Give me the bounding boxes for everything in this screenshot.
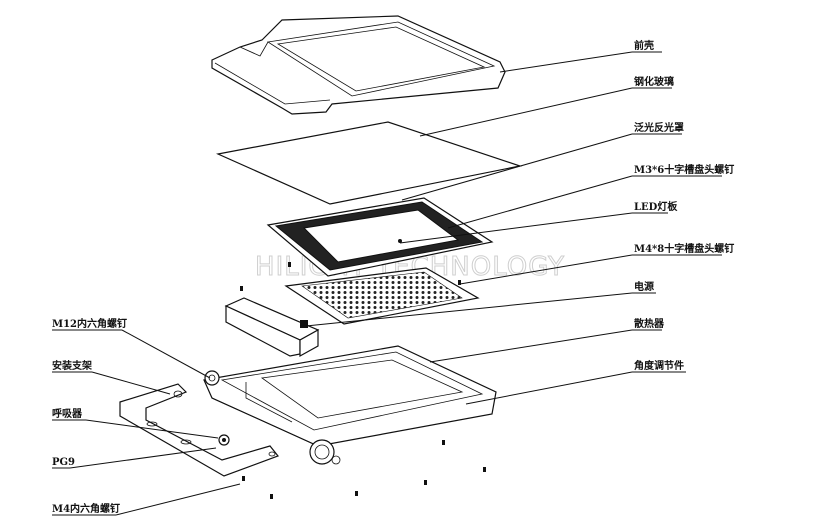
breather-part — [218, 434, 230, 446]
mounting-bracket-part — [119, 383, 279, 477]
label-bracket: 安装支架 — [52, 359, 92, 372]
front-shell-part — [211, 15, 506, 115]
power-supply-part — [224, 297, 320, 358]
led-board-part — [284, 267, 480, 325]
label-m4-screw: M4*8十字槽盘头螺钉 — [634, 242, 734, 255]
label-angle-part: 角度调节件 — [634, 359, 684, 372]
label-led-board: LED灯板 — [634, 200, 678, 213]
label-reflector: 泛光反光罩 — [634, 121, 684, 134]
screws — [240, 262, 486, 499]
label-breather: 呼吸器 — [52, 407, 83, 420]
label-pg9: PG9 — [52, 457, 75, 468]
leader-lines — [52, 51, 722, 516]
label-power-supply: 电源 — [634, 280, 654, 293]
label-m4-hex: M4内六角螺钉 — [52, 502, 120, 515]
label-tempered-glass: 钢化玻璃 — [634, 75, 674, 88]
heatsink-part — [203, 345, 497, 465]
label-front-shell: 前壳 — [634, 39, 654, 52]
label-heatsink: 散热器 — [634, 317, 665, 330]
tempered-glass-part — [216, 121, 523, 205]
reflector-part — [266, 197, 494, 277]
label-m3-screw: M3*6十字槽盘头螺钉 — [634, 163, 734, 176]
label-m12-screw: M12内六角螺钉 — [52, 317, 127, 330]
